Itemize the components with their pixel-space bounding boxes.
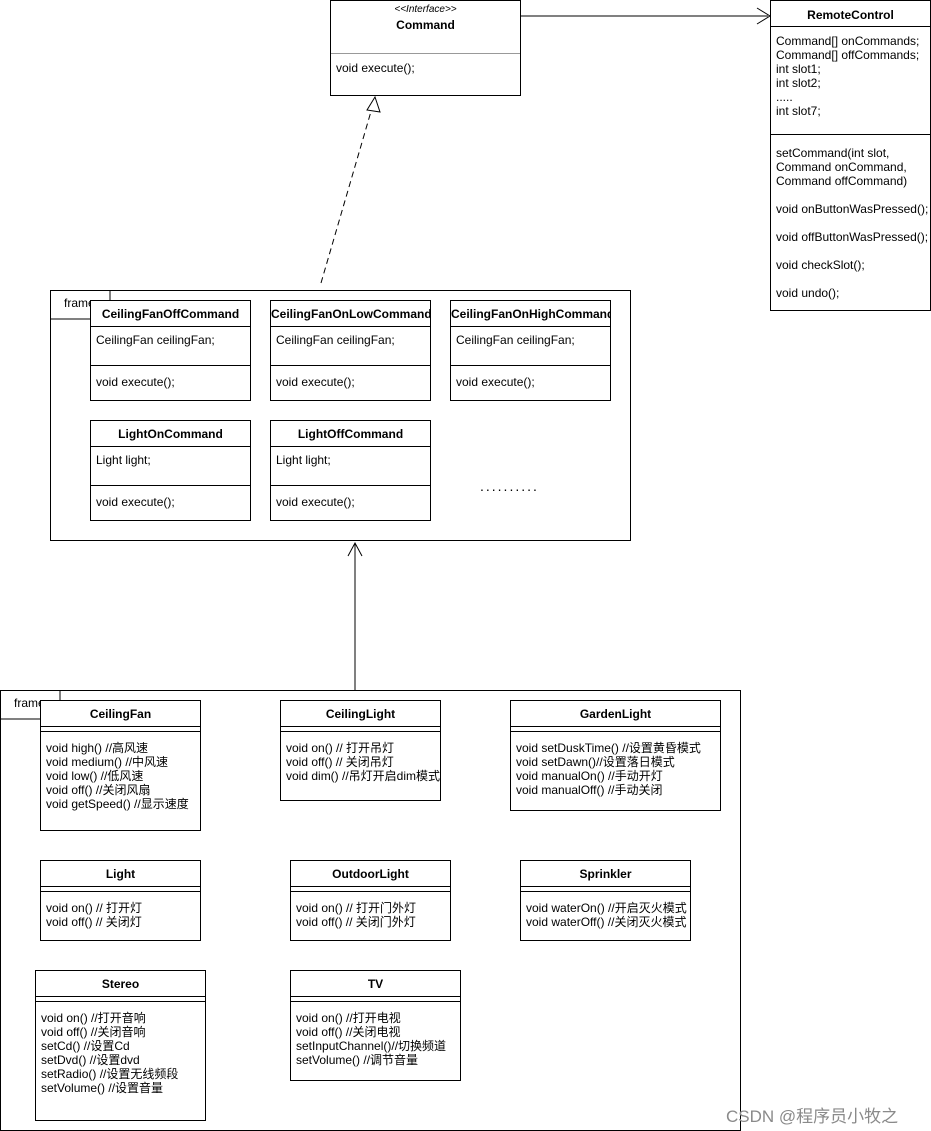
garden-light-class-name: GardenLight xyxy=(579,707,652,721)
ceiling-fan-off-command-name: CeilingFanOffCommand xyxy=(101,307,240,321)
garden-light-title-divider xyxy=(511,726,720,727)
remote-control-fields-divider xyxy=(771,134,930,135)
sprinkler-class[interactable]: Sprinkler void waterOn() //开启灭火模式 void w… xyxy=(520,860,691,941)
receiver-frame-label: frame xyxy=(14,696,45,710)
light-on-command-fields: Light light; xyxy=(96,453,151,467)
light-empty-fields-divider xyxy=(41,891,200,892)
sprinkler-class-name: Sprinkler xyxy=(579,867,632,881)
ceiling-fan-class[interactable]: CeilingFan void high() //高风速 void medium… xyxy=(40,700,201,831)
remote-control-fields: Command[] onCommands; Command[] offComma… xyxy=(776,34,920,118)
stereo-methods: void on() //打开音响 void off() //关闭音响 setCd… xyxy=(41,1011,179,1095)
ceiling-fan-on-high-command-name: CeilingFanOnHighCommand xyxy=(451,307,610,321)
remote-control-class-name: RemoteControl xyxy=(807,8,894,22)
light-on-command-class[interactable]: LightOnCommand Light light; void execute… xyxy=(90,420,251,521)
remote-control-methods: setCommand(int slot, Command onCommand, … xyxy=(776,146,929,300)
realization-triangle-arrowhead xyxy=(366,95,381,113)
light-off-command-methods: void execute(); xyxy=(276,495,355,509)
stereo-empty-fields-divider xyxy=(36,1001,205,1002)
outdoor-light-methods: void on() // 打开门外灯 void off() // 关闭门外灯 xyxy=(296,901,417,929)
tv-class-name: TV xyxy=(367,977,384,991)
light-off-command-fields-divider xyxy=(271,485,430,486)
ceiling-fan-on-low-command-fields: CeilingFan ceilingFan; xyxy=(276,333,395,347)
outdoor-light-class[interactable]: OutdoorLight void on() // 打开门外灯 void off… xyxy=(290,860,451,941)
receivers-to-commands-arrowhead xyxy=(347,541,363,557)
commands-realize-interface-line xyxy=(320,107,373,284)
light-on-command-fields-divider xyxy=(91,485,250,486)
ceiling-fan-on-low-command-class[interactable]: CeilingFanOnLowCommand CeilingFan ceilin… xyxy=(270,300,431,401)
ceiling-fan-off-command-fields-divider xyxy=(91,365,250,366)
ceiling-light-title-divider xyxy=(281,726,440,727)
sprinkler-empty-fields-divider xyxy=(521,891,690,892)
stereo-class[interactable]: Stereo void on() //打开音响 void off() //关闭音… xyxy=(35,970,206,1121)
remote-control-class[interactable]: RemoteControl Command[] onCommands; Comm… xyxy=(770,0,931,311)
light-on-command-name: LightOnCommand xyxy=(118,427,223,441)
ceiling-fan-on-low-command-name: CeilingFanOnLowCommand xyxy=(271,307,430,321)
garden-light-methods: void setDuskTime() //设置黄昏模式 void setDawn… xyxy=(516,741,701,797)
sprinkler-title-divider xyxy=(521,886,690,887)
ceiling-fan-on-high-command-fields-divider xyxy=(451,365,610,366)
light-class[interactable]: Light void on() // 打开灯 void off() // 关闭灯 xyxy=(40,860,201,941)
ceiling-fan-on-high-command-fields: CeilingFan ceilingFan; xyxy=(456,333,575,347)
command-to-remote-arrowhead xyxy=(756,7,771,25)
tv-methods: void on() //打开电视 void off() //关闭电视 setIn… xyxy=(296,1011,447,1067)
ceiling-fan-on-high-command-class[interactable]: CeilingFanOnHighCommand CeilingFan ceili… xyxy=(450,300,611,401)
light-off-command-fields: Light light; xyxy=(276,453,331,467)
ceiling-fan-off-command-fields: CeilingFan ceilingFan; xyxy=(96,333,215,347)
ceiling-fan-on-high-command-methods: void execute(); xyxy=(456,375,535,389)
garden-light-class[interactable]: GardenLight void setDuskTime() //设置黄昏模式 … xyxy=(510,700,721,811)
command-frame-label: frame xyxy=(64,296,95,310)
ceiling-fan-class-name: CeilingFan xyxy=(89,707,152,721)
ceiling-light-class-name: CeilingLight xyxy=(325,707,396,721)
ceiling-fan-on-low-command-methods: void execute(); xyxy=(276,375,355,389)
command-stereotype: <<Interface>> xyxy=(394,4,457,15)
command-class-name: Command xyxy=(396,18,455,32)
stereo-class-name: Stereo xyxy=(101,977,140,991)
ceiling-light-empty-fields-divider xyxy=(281,731,440,732)
outdoor-light-class-name: OutdoorLight xyxy=(332,867,409,881)
tv-title-divider xyxy=(291,996,460,997)
ceiling-fan-empty-fields-divider xyxy=(41,731,200,732)
garden-light-empty-fields-divider xyxy=(511,731,720,732)
light-off-command-name: LightOffCommand xyxy=(297,427,404,441)
ceiling-fan-on-high-command-title-divider xyxy=(451,326,610,327)
ceiling-fan-off-command-class[interactable]: CeilingFanOffCommand CeilingFan ceilingF… xyxy=(90,300,251,401)
light-title-divider xyxy=(41,886,200,887)
tv-empty-fields-divider xyxy=(291,1001,460,1002)
ceiling-light-methods: void on() // 打开吊灯 void off() // 关闭吊灯 voi… xyxy=(286,741,441,783)
light-class-name: Light xyxy=(105,867,136,881)
csdn-watermark: CSDN @程序员小牧之 xyxy=(726,1107,899,1126)
light-on-command-title-divider xyxy=(91,446,250,447)
ceiling-light-class[interactable]: CeilingLight void on() // 打开吊灯 void off(… xyxy=(280,700,441,801)
ceiling-fan-methods: void high() //高风速 void medium() //中风速 vo… xyxy=(46,741,189,811)
light-on-command-methods: void execute(); xyxy=(96,495,175,509)
light-methods: void on() // 打开灯 void off() // 关闭灯 xyxy=(46,901,143,929)
ceiling-fan-on-low-command-fields-divider xyxy=(271,365,430,366)
command-implementations-frame xyxy=(50,290,631,541)
command-interface-class[interactable]: <<Interface>> Command void execute(); xyxy=(330,0,521,96)
stereo-title-divider xyxy=(36,996,205,997)
outdoor-light-title-divider xyxy=(291,886,450,887)
ceiling-fan-off-command-title-divider xyxy=(91,326,250,327)
ceiling-fan-title-divider xyxy=(41,726,200,727)
ceiling-fan-on-low-command-title-divider xyxy=(271,326,430,327)
tv-class[interactable]: TV void on() //打开电视 void off() //关闭电视 se… xyxy=(290,970,461,1081)
command-divider xyxy=(331,53,520,54)
ceiling-fan-off-command-methods: void execute(); xyxy=(96,375,175,389)
remote-control-title-divider xyxy=(771,26,930,27)
more-commands-ellipsis: .......... xyxy=(480,478,539,494)
outdoor-light-empty-fields-divider xyxy=(291,891,450,892)
light-off-command-class[interactable]: LightOffCommand Light light; void execut… xyxy=(270,420,431,521)
light-off-command-title-divider xyxy=(271,446,430,447)
command-methods: void execute(); xyxy=(336,61,415,75)
sprinkler-methods: void waterOn() //开启灭火模式 void waterOff() … xyxy=(526,901,687,929)
